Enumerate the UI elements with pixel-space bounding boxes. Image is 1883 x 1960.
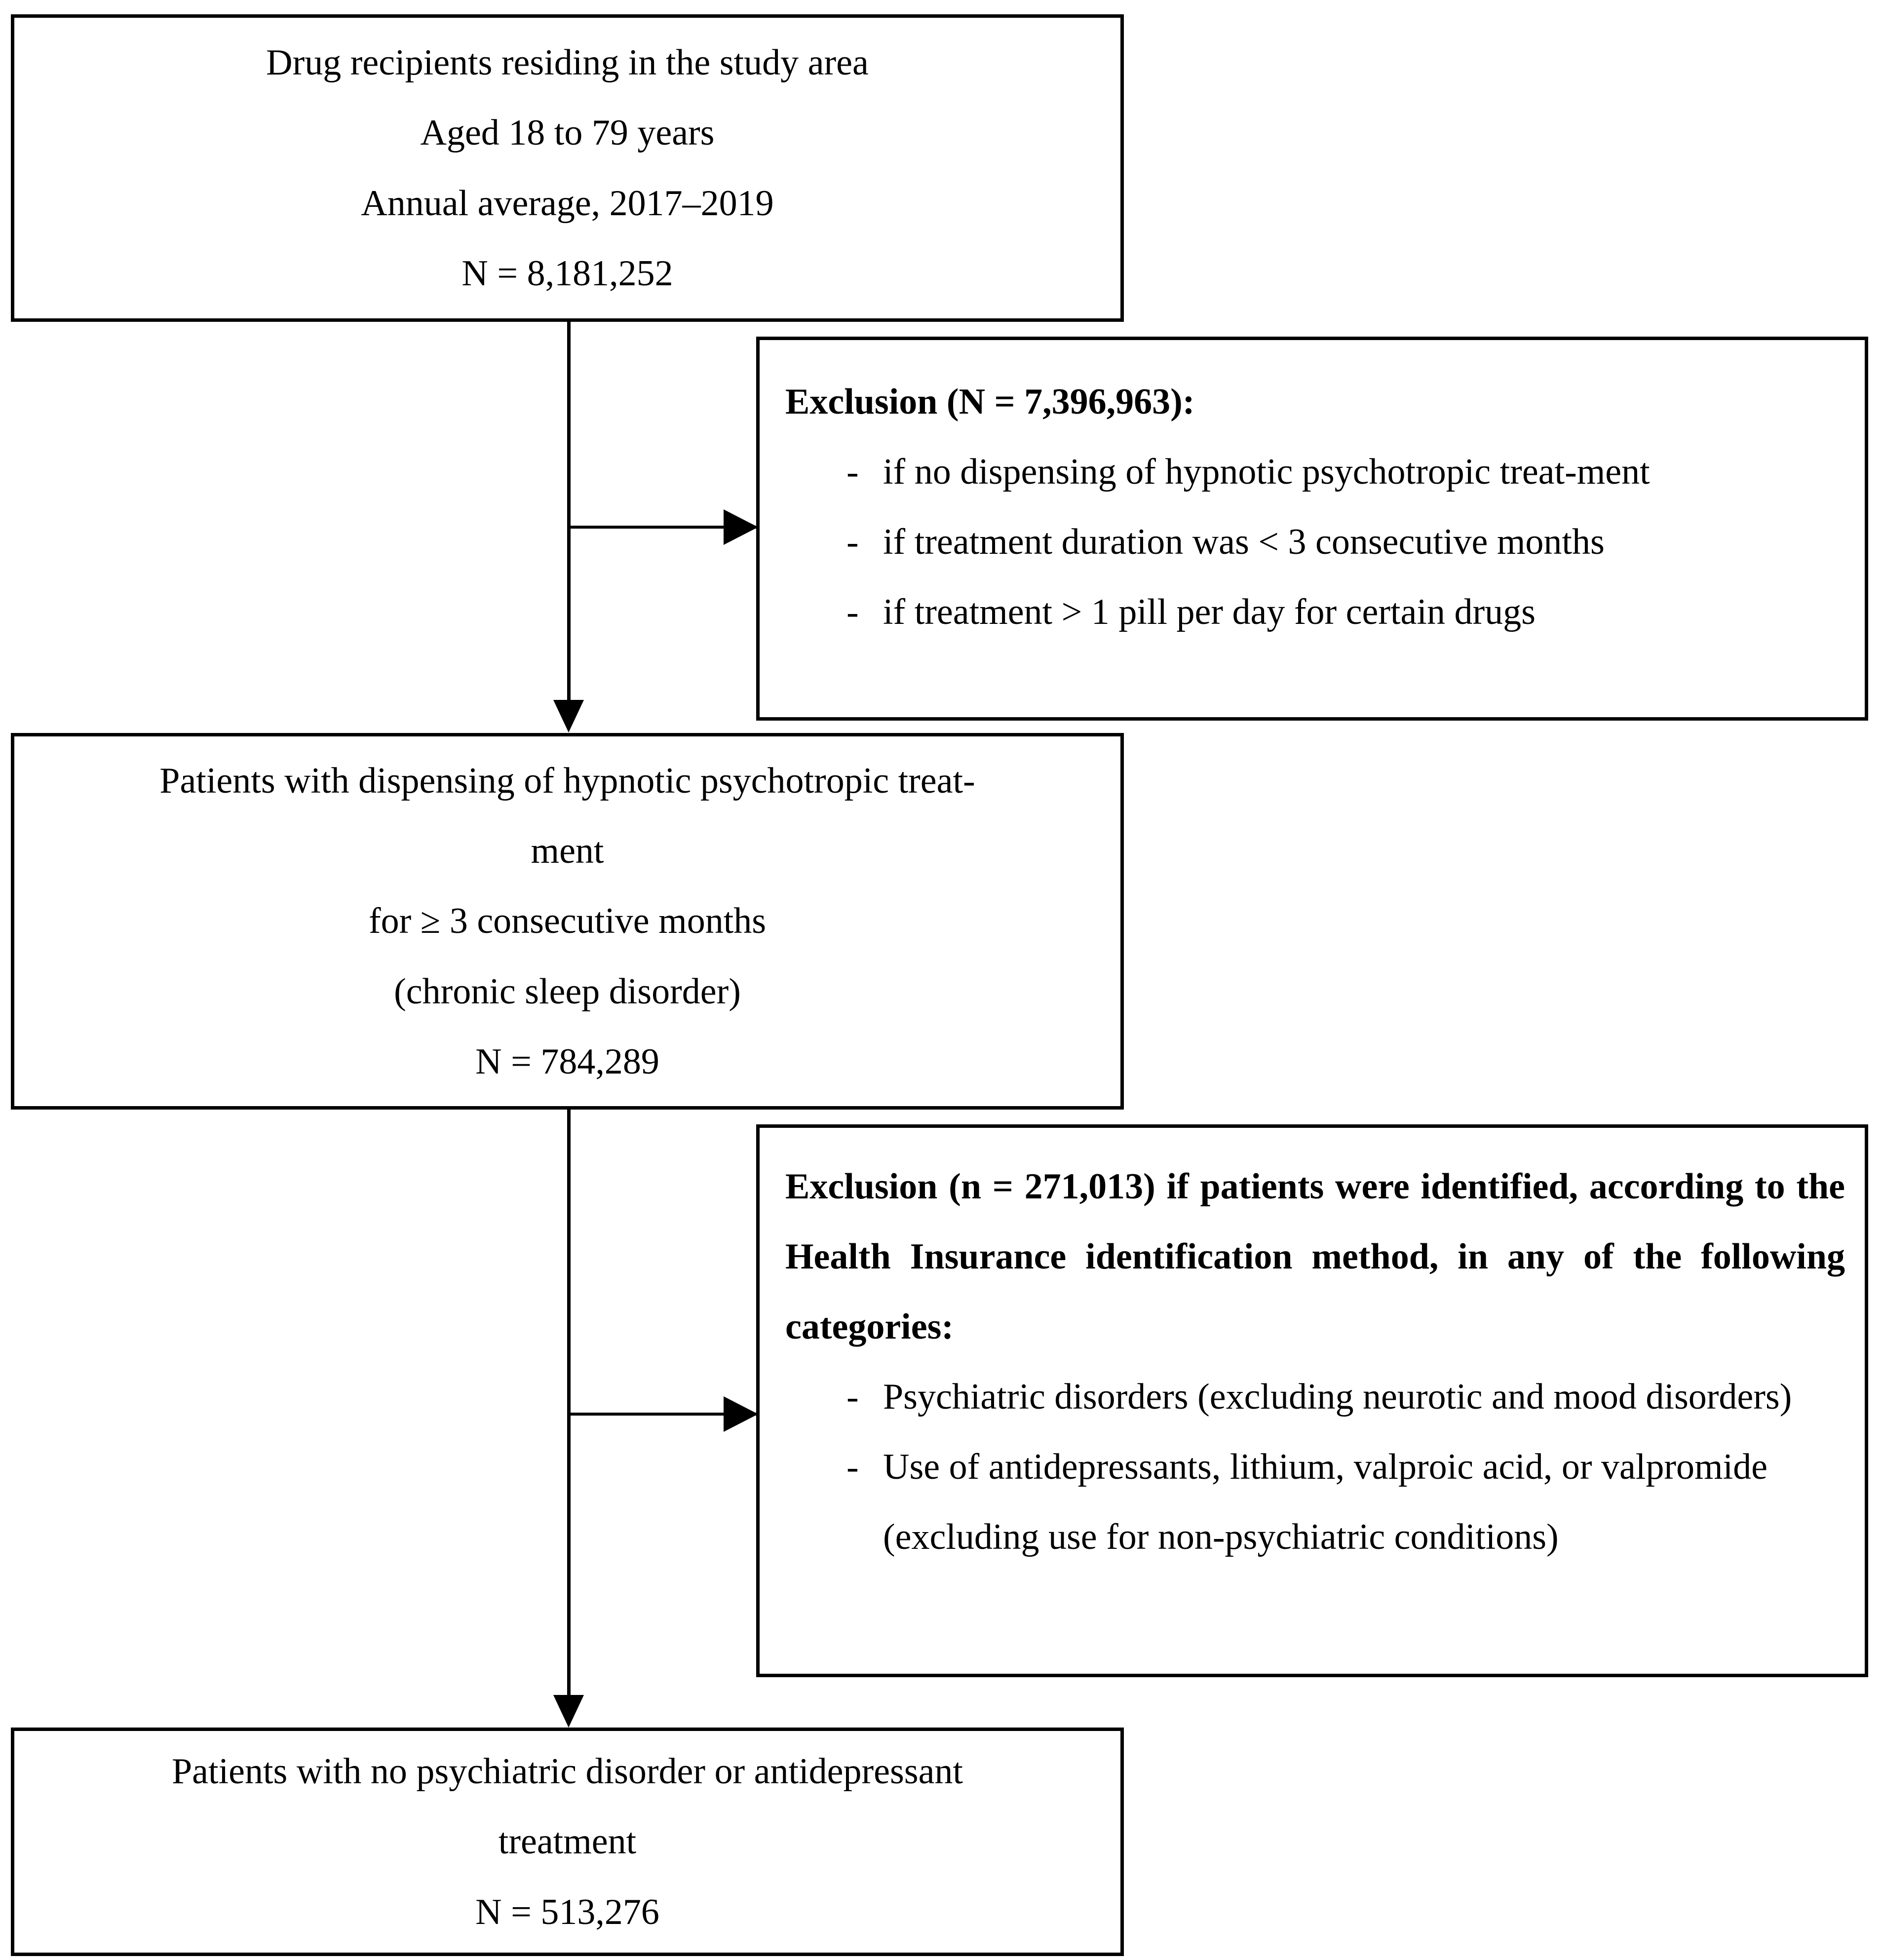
node-chronic-sleep-line-1: Patients with dispensing of hypnotic psy… [159,761,975,802]
node-chronic-sleep-line-2: ment [531,831,604,872]
node-final-cohort: Patients with no psychiatric disorder or… [11,1728,1124,1956]
bullet-text: Psychiatric disorders (excluding neuroti… [883,1377,1792,1418]
connector-chronic-to-exclusion2-arrowhead [724,1396,758,1432]
node-final-cohort-line-2: treatment [498,1821,637,1862]
bullet-dash-icon: - [846,522,859,563]
bullet-text: if treatment duration was < 3 consecutiv… [883,522,1605,563]
node-population-line-2: Aged 18 to 79 years [420,113,715,154]
connector-chronic-to-exclusion2-line [569,1413,760,1416]
node-population: Drug recipients residing in the study ar… [11,14,1124,322]
bullet-dash-icon: - [846,452,859,493]
node-exclusion-2: Exclusion (n = 271,013) if patients were… [756,1124,1868,1677]
node-exclusion-1-bullet-list: - if no dispensing of hypnotic psychotro… [785,437,1845,647]
node-population-line-4: N = 8,181,252 [461,253,673,294]
bullet-dash-icon: - [846,1447,859,1488]
node-exclusion-2-bullet-list: - Psychiatric disorders (excluding neuro… [785,1362,1845,1572]
node-chronic-sleep: Patients with dispensing of hypnotic psy… [11,733,1124,1110]
node-exclusion-1-header: Exclusion (N = 7,396,963): [785,382,1195,422]
node-chronic-sleep-line-3: for ≥ 3 consecutive months [368,901,767,942]
bullet-text: if no dispensing of hypnotic psychotropi… [883,452,1650,493]
connector-population-to-chronic-line [567,322,571,701]
connector-population-to-exclusion1-arrowhead [724,509,758,545]
node-population-line-1: Drug recipients residing in the study ar… [266,42,869,83]
node-exclusion-1-bullet-item: - if treatment > 1 pill per day for cert… [785,577,1845,647]
connector-population-to-chronic-arrowhead [553,700,584,732]
node-final-cohort-line-1: Patients with no psychiatric disorder or… [172,1751,963,1792]
node-chronic-sleep-line-4: (chronic sleep disorder) [394,971,741,1012]
bullet-text: Use of antidepressants, lithium, valproi… [883,1447,1768,1558]
node-final-cohort-line-3: N = 513,276 [475,1891,659,1932]
connector-chronic-to-final-line [567,1110,571,1697]
node-exclusion-2-bullet-item: - Use of antidepressants, lithium, valpr… [785,1432,1845,1572]
node-population-line-3: Annual average, 2017–2019 [361,183,774,224]
bullet-dash-icon: - [846,592,859,633]
bullet-dash-icon: - [846,1377,859,1418]
node-exclusion-1-bullet-item: - if no dispensing of hypnotic psychotro… [785,437,1845,507]
node-exclusion-2-header: Exclusion (n = 271,013) if patients were… [785,1166,1845,1347]
node-chronic-sleep-line-5: N = 784,289 [475,1041,659,1082]
bullet-text: if treatment > 1 pill per day for certai… [883,592,1536,633]
node-exclusion-1: Exclusion (N = 7,396,963): - if no dispe… [756,337,1868,721]
connector-chronic-to-final-arrowhead [553,1695,584,1728]
node-exclusion-1-bullet-item: - if treatment duration was < 3 consecut… [785,507,1845,577]
node-exclusion-2-bullet-item: - Psychiatric disorders (excluding neuro… [785,1362,1845,1432]
connector-population-to-exclusion1-line [569,526,760,529]
